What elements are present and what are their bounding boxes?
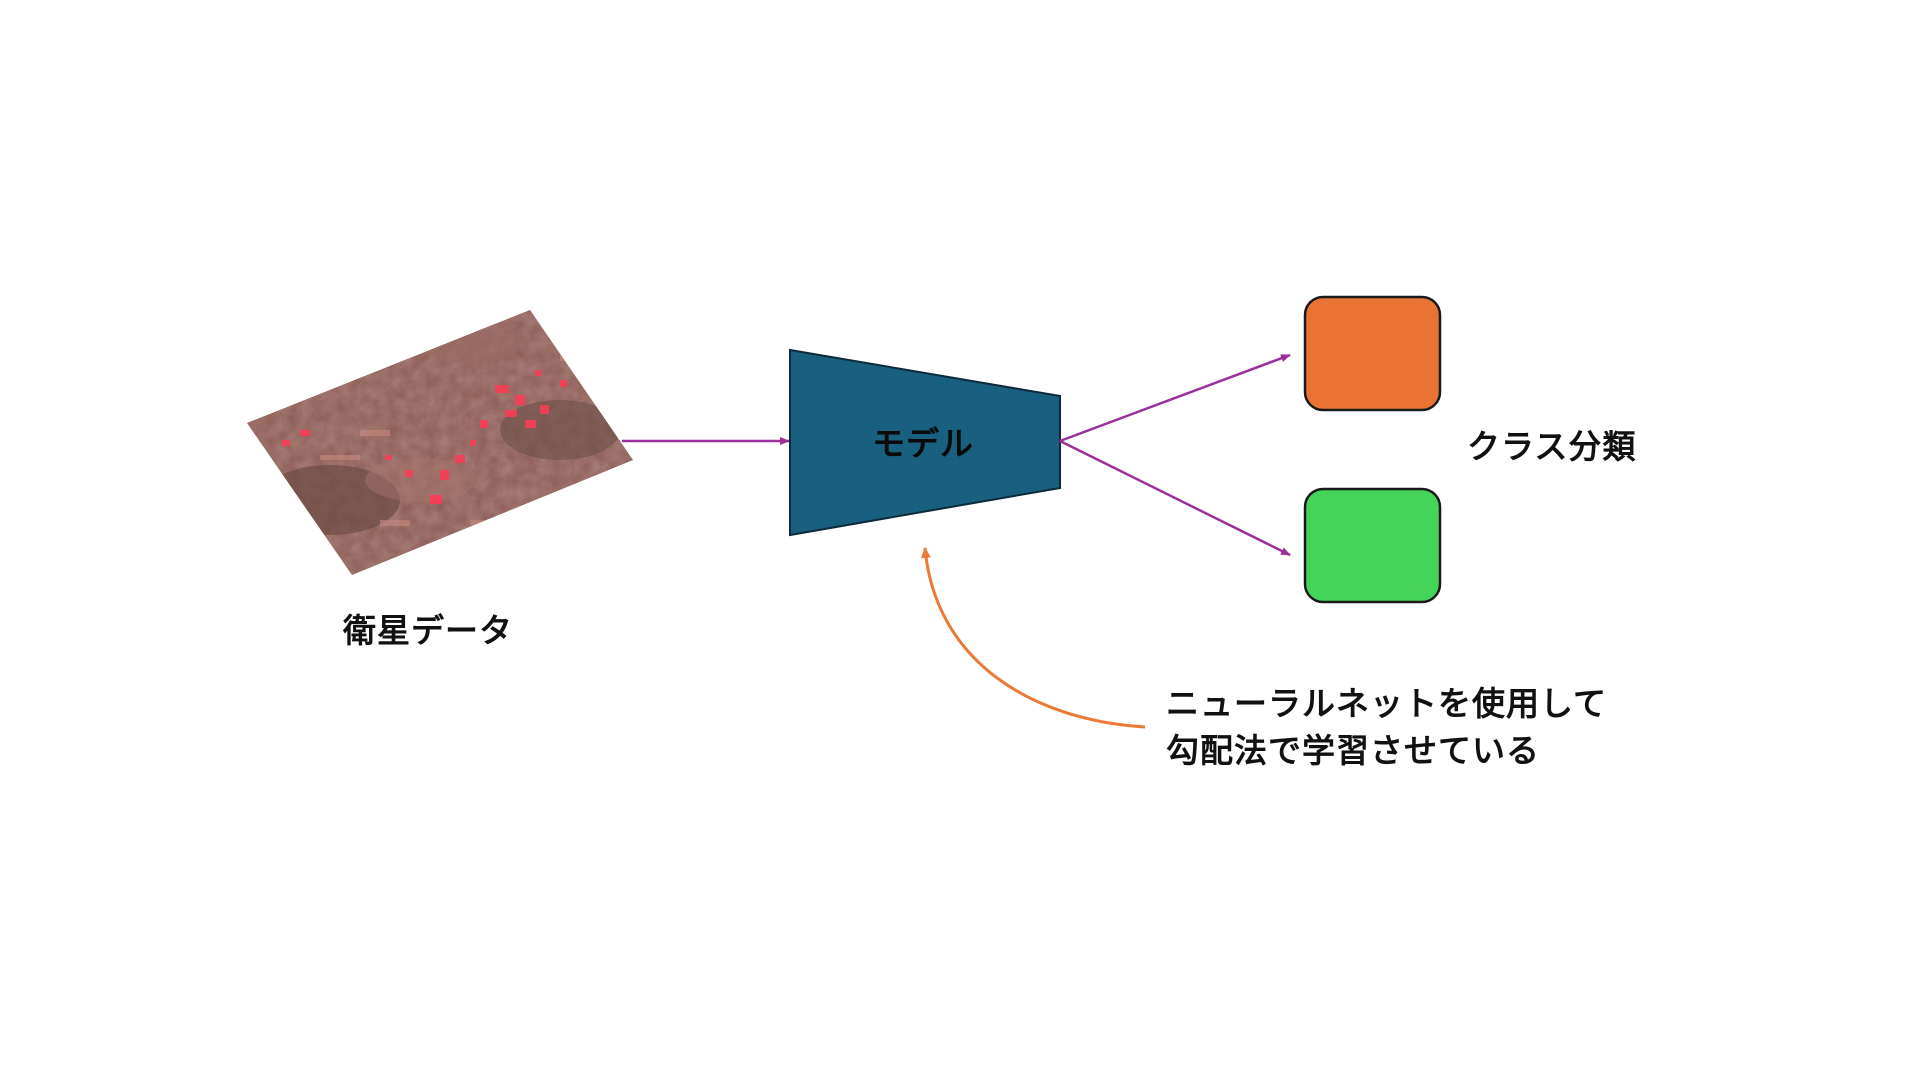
satellite-image bbox=[247, 310, 633, 575]
model-label: モデル bbox=[872, 424, 974, 463]
class-box-green bbox=[1303, 487, 1442, 604]
training-note: ニューラルネットを使用して 勾配法で学習させている bbox=[1166, 680, 1607, 774]
arrow-to-class-a bbox=[1059, 353, 1291, 443]
satellite-data-label: 衛星データ bbox=[343, 611, 513, 650]
classification-label: クラス分類 bbox=[1467, 427, 1637, 466]
model-trapezoid bbox=[789, 348, 1061, 537]
arrow-to-class-b bbox=[1059, 439, 1291, 557]
class-box-orange bbox=[1303, 295, 1442, 412]
training-note-line-1: ニューラルネットを使用して bbox=[1166, 684, 1608, 723]
arrow-feedback bbox=[920, 547, 1146, 729]
training-note-line-2: 勾配法で学習させている bbox=[1166, 731, 1540, 770]
